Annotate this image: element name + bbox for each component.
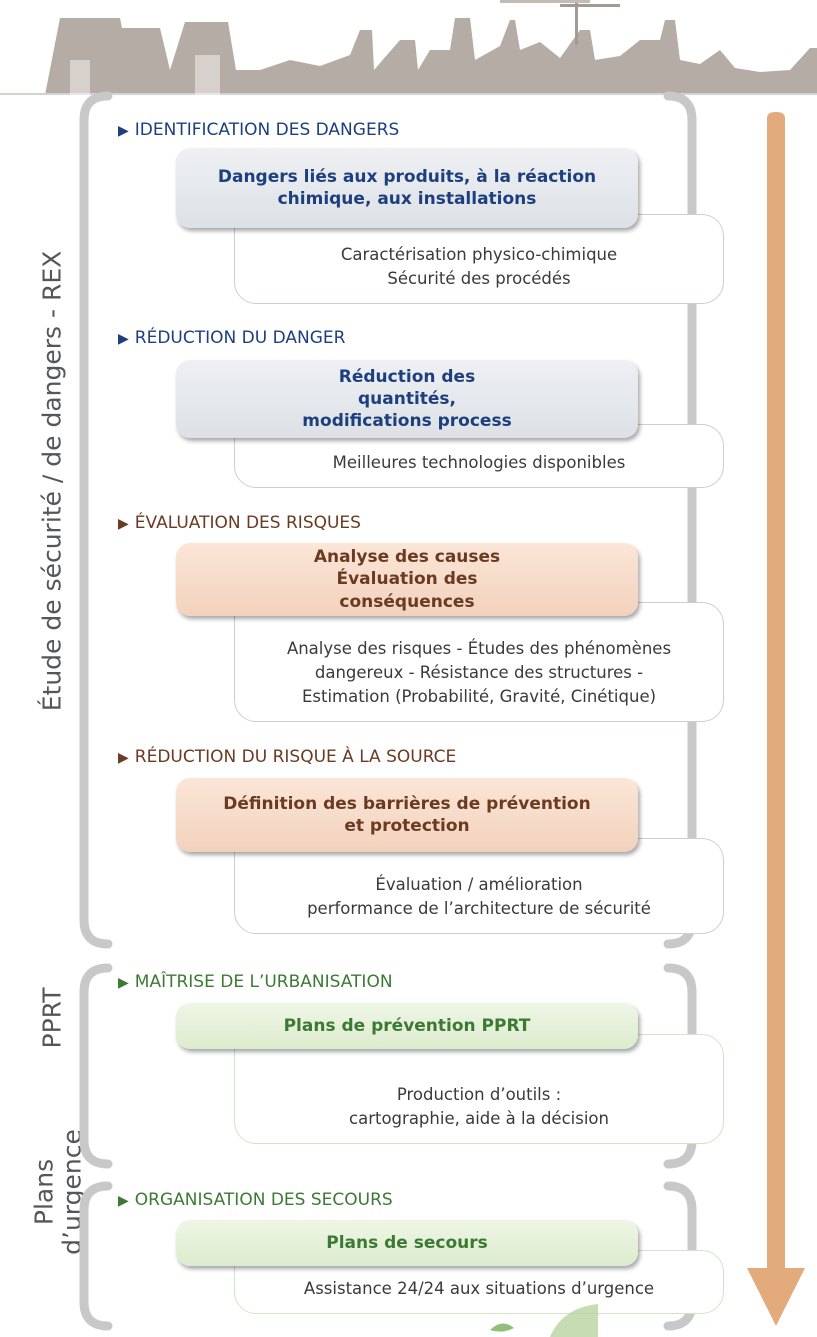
sub-text-line: cartographie, aide à la décision (349, 1109, 609, 1129)
section-title-reduction-risque: ▶RÉDUCTION DU RISQUE À LA SOURCE (118, 747, 457, 767)
section-title-identification: ▶IDENTIFICATION DES DANGERS (118, 120, 400, 140)
section-title-secours: ▶ORGANISATION DES SECOURS (118, 1190, 393, 1210)
leaf-decoration-icon (490, 1304, 598, 1337)
sub-box-evaluation-risques: Analyse des risques - Études des phénomè… (234, 602, 724, 722)
label-plans-line1: Plans (29, 1158, 59, 1226)
triangle-bullet-icon: ▶ (118, 516, 129, 532)
sub-text-line: Estimation (Probabilité, Gravité, Cinéti… (301, 687, 657, 707)
sub-text-line: Sécurité des procédés (387, 269, 571, 289)
main-box-reduction-quantites: Réduction des quantités, modifications p… (176, 360, 638, 438)
sub-box-reduction-risque: Évaluation / amélioration performance de… (234, 838, 724, 934)
sub-text-line: Meilleures technologies disponibles (332, 453, 626, 473)
triangle-bullet-icon: ▶ (118, 975, 129, 991)
sub-text-line: Évaluation / amélioration (375, 875, 583, 895)
timeline-arrow (747, 112, 805, 1326)
sub-text-line: dangereux - Résistance des structures - (314, 663, 644, 683)
sub-text-line: Assistance 24/24 aux situations d’urgenc… (303, 1279, 655, 1299)
section-title-urbanisation: ▶MAÎTRISE DE L’URBANISATION (118, 972, 393, 992)
main-box-barrieres: Définition des barrières de prévention e… (176, 778, 638, 852)
main-box-analyse-causes: Analyse des causes Évaluation des conséq… (176, 543, 638, 616)
triangle-bullet-icon: ▶ (118, 331, 129, 347)
sub-text-line: performance de l’architecture de sécurit… (307, 899, 651, 919)
sub-box-urbanisation: Production d’outils : cartographie, aide… (234, 1034, 724, 1144)
section-title-evaluation-risques: ▶ÉVALUATION DES RISQUES (118, 513, 361, 533)
label-etude-securite: Étude de sécurité / de dangers - REX (37, 250, 67, 712)
section-title-reduction-danger: ▶RÉDUCTION DU DANGER (118, 328, 346, 348)
sub-text-line: Caractérisation physico-chimique (340, 245, 618, 265)
main-box-plans-secours: Plans de secours (176, 1220, 638, 1266)
sub-box-identification: Caractérisation physico-chimique Sécurit… (234, 214, 724, 304)
triangle-bullet-icon: ▶ (118, 1193, 129, 1209)
triangle-bullet-icon: ▶ (118, 750, 129, 766)
label-pprt: PPRT (37, 987, 67, 1049)
main-box-dangers: Dangers liés aux produits, à la réaction… (176, 148, 638, 228)
triangle-bullet-icon: ▶ (118, 123, 129, 139)
industrial-skyline-illustration (0, 0, 817, 95)
sub-text-line: Production d’outils : (396, 1085, 562, 1105)
bracket-etude (79, 91, 697, 949)
main-box-pprt: Plans de prévention PPRT (176, 1003, 638, 1049)
sub-text-line: Analyse des risques - Études des phénomè… (286, 639, 672, 659)
